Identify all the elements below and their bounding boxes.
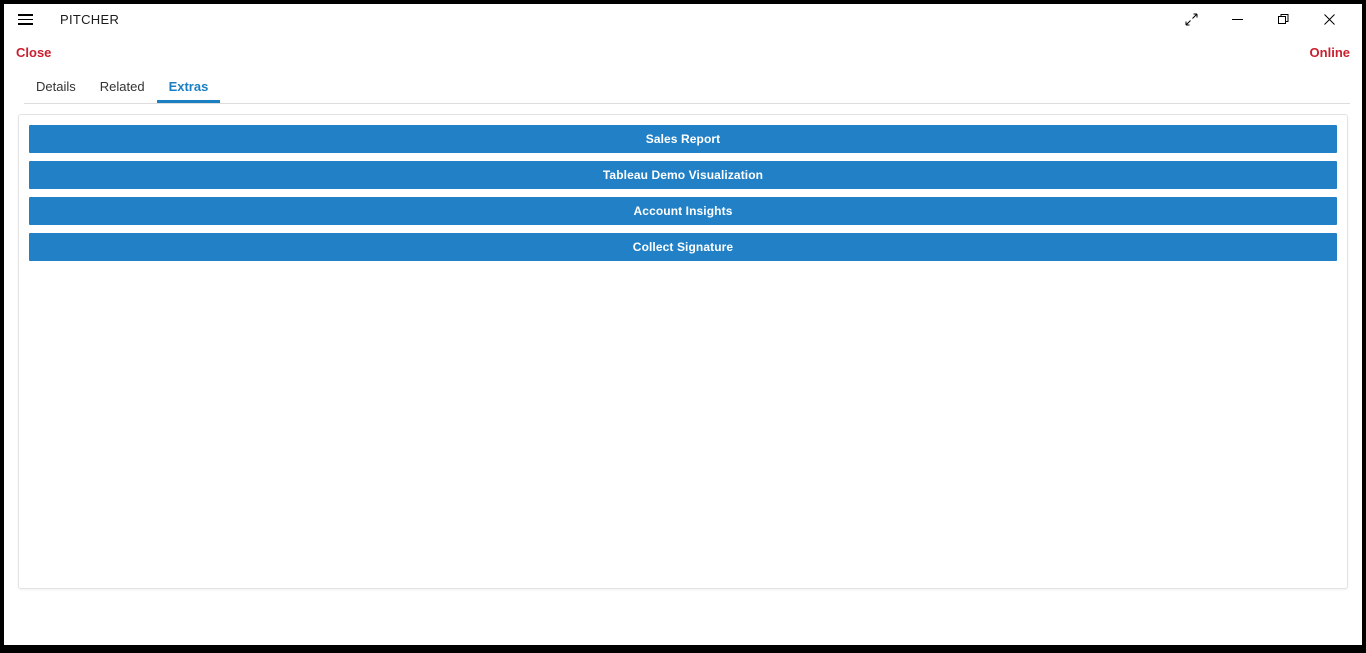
collect-signature-button[interactable]: Collect Signature	[29, 233, 1337, 261]
minimize-icon	[1231, 13, 1244, 26]
tableau-demo-visualization-button[interactable]: Tableau Demo Visualization	[29, 161, 1337, 189]
tab-divider	[24, 103, 1350, 104]
hamburger-bar	[18, 23, 33, 25]
close-x-icon	[1323, 13, 1336, 26]
tab-extras[interactable]: Extras	[157, 79, 221, 103]
tab-strip: Details Related Extras	[4, 69, 1362, 103]
restore-icon	[1277, 13, 1290, 26]
status-bar: Close Online	[4, 35, 1362, 69]
online-status-badge: Online	[1310, 45, 1350, 60]
hamburger-bar	[18, 14, 33, 16]
sales-report-button[interactable]: Sales Report	[29, 125, 1337, 153]
window-controls	[1168, 4, 1362, 35]
minimize-button[interactable]	[1214, 4, 1260, 35]
close-window-button[interactable]	[1306, 4, 1352, 35]
window-body: PITCHER	[4, 4, 1362, 645]
restore-button[interactable]	[1260, 4, 1306, 35]
tab-details[interactable]: Details	[24, 79, 88, 103]
tab-related[interactable]: Related	[88, 79, 157, 103]
close-link[interactable]: Close	[16, 45, 51, 60]
extras-content-panel: Sales Report Tableau Demo Visualization …	[18, 114, 1348, 589]
hamburger-menu-icon[interactable]	[8, 4, 42, 35]
title-bar: PITCHER	[4, 4, 1362, 35]
action-button-list: Sales Report Tableau Demo Visualization …	[29, 125, 1337, 261]
hamburger-bar	[18, 19, 33, 21]
app-title: PITCHER	[60, 12, 119, 27]
account-insights-button[interactable]: Account Insights	[29, 197, 1337, 225]
diagonal-arrows-icon	[1185, 13, 1198, 26]
expand-button[interactable]	[1168, 4, 1214, 35]
